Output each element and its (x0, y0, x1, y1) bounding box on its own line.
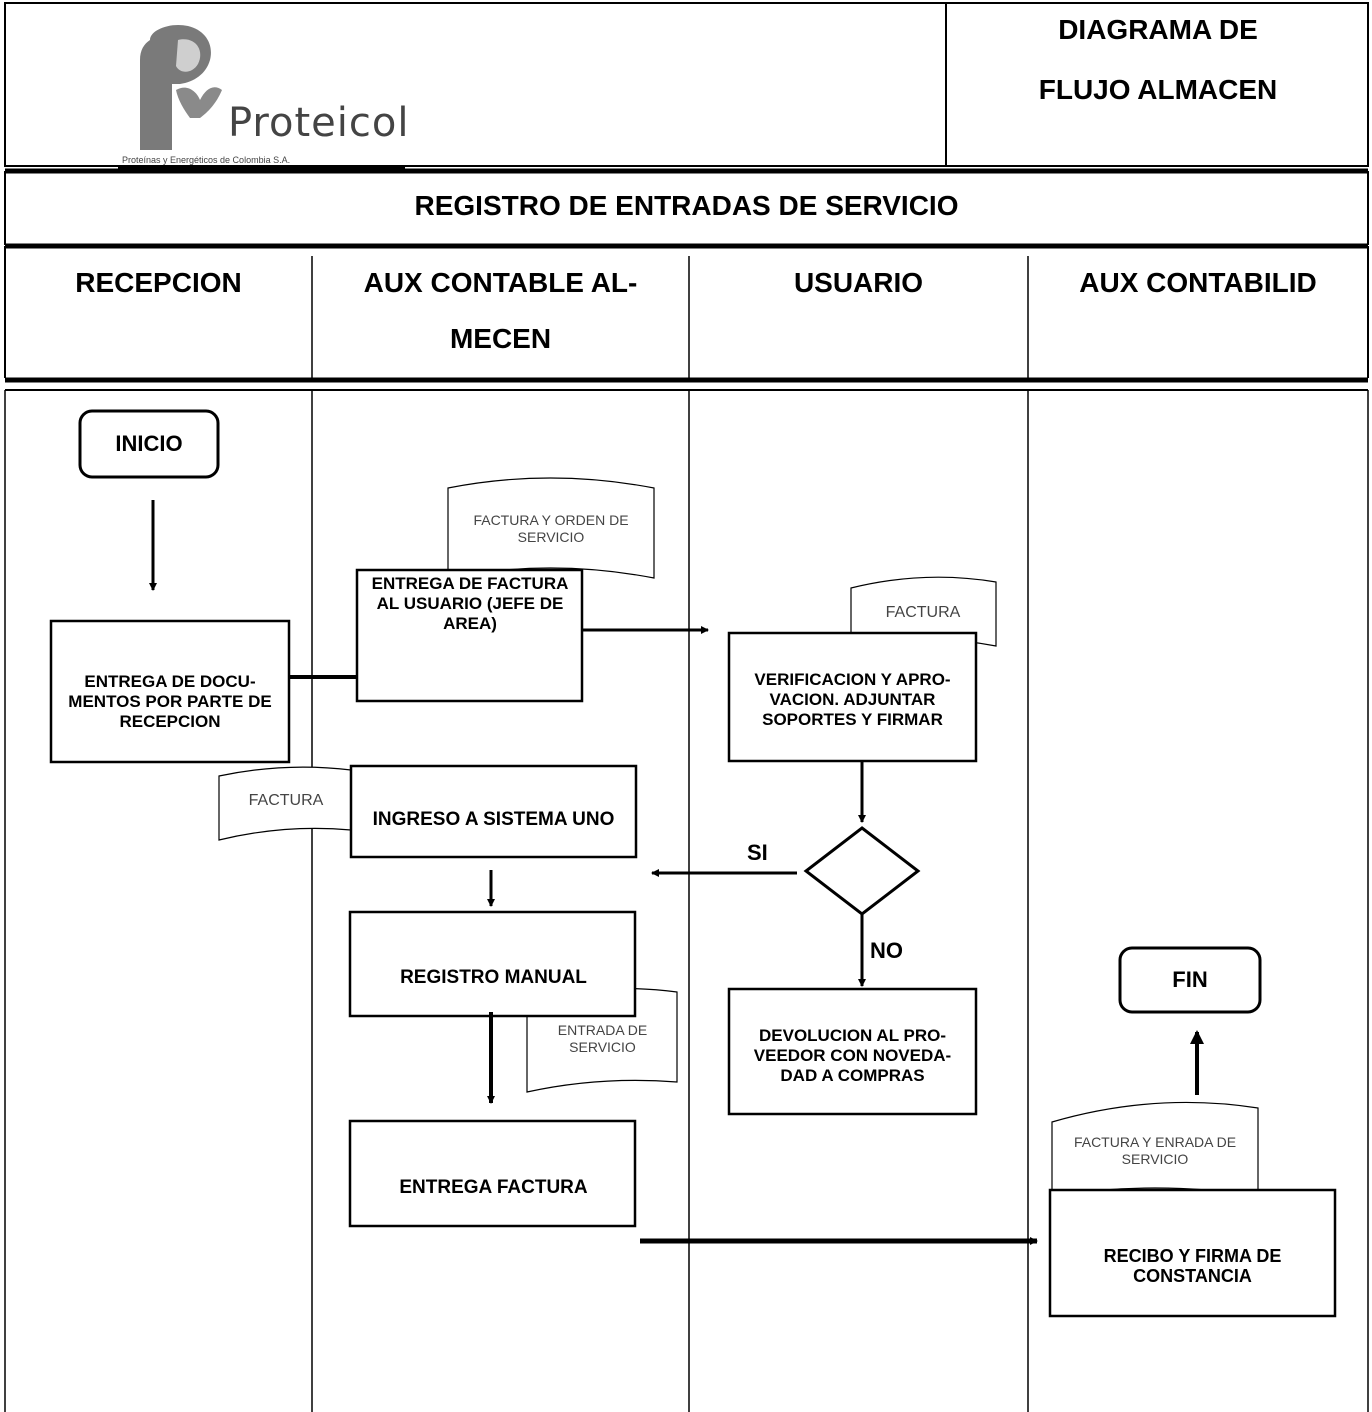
lane-header-aux-almacen-l2: MECEN (449, 323, 552, 354)
label-devolucion: DEVOLUCION AL PRO- VEEDOR CON NOVEDA- DA… (753, 1026, 952, 1085)
logo-wordmark: Proteicol (228, 100, 410, 146)
decision-no-label: NO (870, 938, 903, 963)
start-terminal (78, 409, 220, 479)
label-document-entrada-servicio: ENTRADA DE SERVICIO (557, 1022, 648, 1055)
end-terminal (1118, 946, 1262, 1014)
label-entrega-factura-usuario: ENTREGA DE FACTURA AL USUARIO (JEFE DE A… (371, 574, 569, 633)
page-subtitle: REGISTRO DE ENTRADAS DE SERVICIO (414, 190, 959, 221)
label-document-factura-usuario: FACTURA (885, 603, 961, 621)
label-document-factura-recepcion: FACTURA (248, 791, 324, 809)
label-registro-manual: REGISTRO MANUAL (400, 967, 587, 988)
label-ingreso-sistema: INGRESO A SISTEMA UNO (372, 809, 615, 830)
process-recibo-firma (1048, 1188, 1337, 1318)
label-verificacion: VERIFICACION Y APRO- VACION. ADJUNTAR SO… (754, 670, 951, 729)
label-entrega-factura: ENTREGA FACTURA (399, 1177, 588, 1198)
lane-header-aux-almacen-l1: AUX CONTABLE AL- (363, 267, 638, 298)
process-entrega-documentos (49, 619, 291, 764)
label-fin: FIN (1172, 967, 1208, 992)
swimlane-grid (4, 389, 1369, 1412)
lane-header-aux-contabilidad: AUX CONTABILID (1079, 267, 1317, 298)
label-inicio: INICIO (115, 431, 183, 456)
process-entrega-factura (348, 1119, 637, 1228)
process-verificacion (727, 631, 978, 763)
header-frame (4, 2, 1369, 383)
label-recibo-firma: RECIBO Y FIRMA DE CONSTANCIA (1103, 1246, 1282, 1286)
title-line-1: DIAGRAMA DE (1058, 14, 1258, 45)
lane-header-usuario: USUARIO (793, 267, 924, 298)
process-entrega-factura-usuario (355, 568, 584, 703)
process-ingreso-sistema (349, 764, 638, 859)
lane-header-recepcion: RECEPCION (75, 267, 242, 298)
decision-yes-label: SI (747, 840, 768, 865)
title-line-2: FLUJO ALMACEN (1038, 74, 1278, 105)
logo-tagline: Proteínas y Energéticos de Colombia S.A. (122, 155, 291, 165)
proteicol-logo (118, 24, 405, 169)
label-document-factura-entrada: FACTURA Y ENRADA DE SERVICIO (1073, 1134, 1237, 1167)
process-devolucion (727, 987, 978, 1116)
label-document-factura-orden: FACTURA Y ORDEN DE SERVICIO (473, 512, 629, 545)
label-entrega-documentos: ENTREGA DE DOCU- MENTOS POR PARTE DE REC… (68, 672, 272, 731)
decision-diamond (803, 826, 921, 916)
